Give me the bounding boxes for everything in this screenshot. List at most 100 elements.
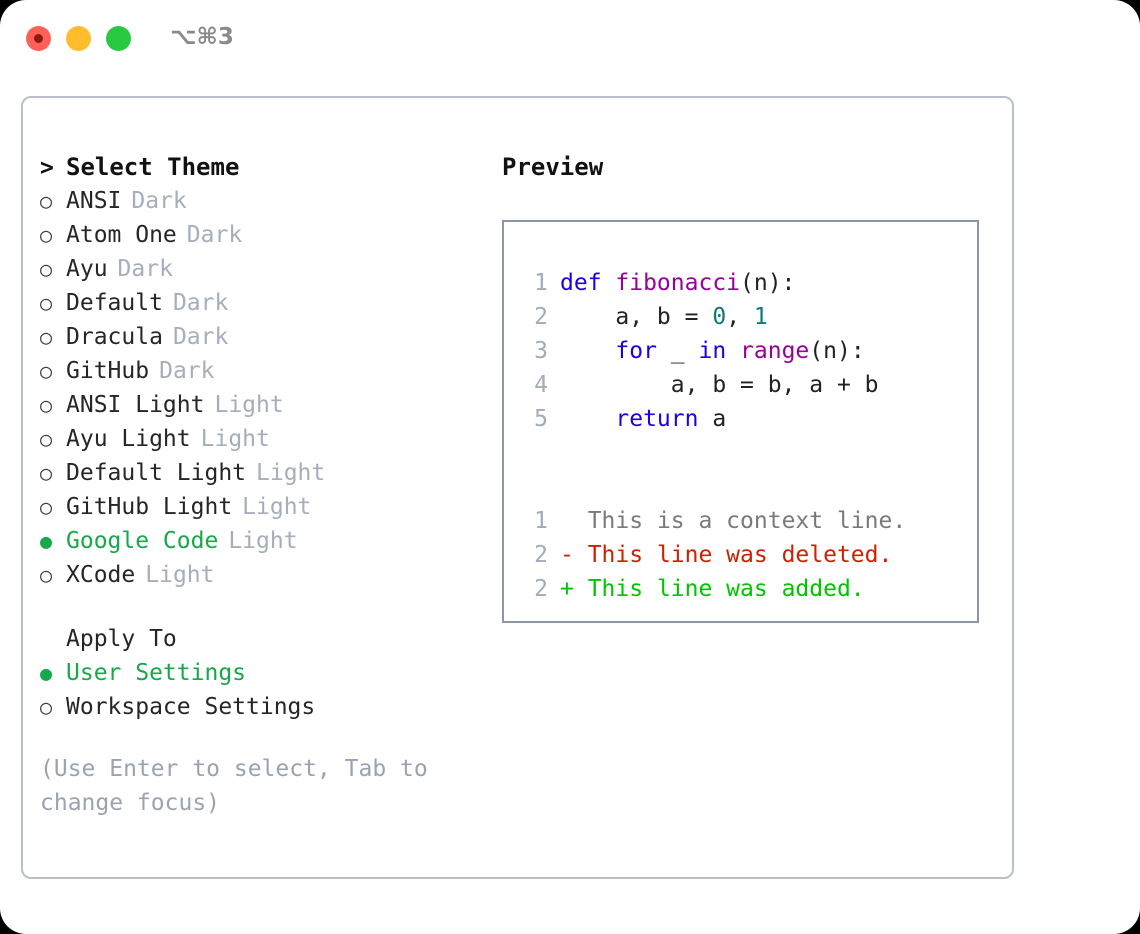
keyboard-shortcut-label: ⌥⌘3	[170, 24, 234, 50]
code-token-plain: a, b =	[560, 304, 713, 330]
code-token-plain	[560, 406, 615, 432]
code-blank-line	[524, 436, 906, 470]
theme-name: Dracula	[66, 324, 163, 350]
code-line-number: 1	[534, 270, 548, 296]
theme-list-item[interactable]: ○ Default Light Light	[40, 456, 480, 490]
theme-name: ANSI	[66, 188, 122, 214]
radio-selected-icon[interactable]: ●	[40, 529, 53, 553]
apply-to-option-label: User Settings	[66, 660, 247, 686]
radio-unselected-icon[interactable]: ○	[40, 325, 53, 349]
theme-list-item[interactable]: ○ GitHub Light Light	[40, 490, 480, 524]
code-token-num: 1	[753, 304, 768, 330]
theme-list-item[interactable]: ○ Default Dark	[40, 286, 480, 320]
theme-picker-header-label: Select Theme	[66, 153, 240, 181]
code-token-plain	[560, 338, 615, 364]
radio-unselected-icon[interactable]: ○	[40, 257, 53, 281]
code-token-plain: (n):	[740, 270, 796, 296]
theme-name: Ayu Light	[66, 426, 191, 452]
code-token-kw: for	[615, 338, 657, 364]
code-token-plain: a, b = b, a + b	[560, 372, 879, 398]
radio-unselected-icon[interactable]: ○	[40, 563, 53, 587]
radio-unselected-icon[interactable]: ○	[40, 393, 53, 417]
radio-unselected-icon[interactable]: ○	[40, 695, 53, 719]
theme-list-item[interactable]: ○ Ayu Light Light	[40, 422, 480, 456]
theme-name: GitHub	[66, 358, 150, 384]
theme-variant-badge: Light	[200, 426, 270, 452]
theme-list-item[interactable]: ○ GitHub Dark	[40, 354, 480, 388]
code-preview-area: 1 def fibonacci(n): 2 a, b = 0, 1 3 for _ i…	[524, 266, 906, 606]
theme-list-item[interactable]: ○ ANSI Dark	[40, 184, 480, 218]
maximize-button[interactable]	[106, 26, 131, 51]
apply-to-option[interactable]: ○ Workspace Settings	[40, 690, 480, 724]
radio-selected-icon[interactable]: ●	[40, 661, 53, 685]
diff-line-text: This line was deleted.	[587, 542, 893, 568]
diff-marker	[560, 508, 588, 534]
radio-unselected-icon[interactable]: ○	[40, 291, 53, 315]
theme-name: Google Code	[66, 528, 219, 554]
theme-variant-badge: Dark	[172, 290, 229, 316]
code-line-number: 2	[534, 304, 548, 330]
code-line-number: 5	[534, 406, 548, 432]
diff-line-number: 2	[534, 542, 548, 568]
theme-variant-badge: Dark	[131, 188, 187, 214]
preview-box: 1 def fibonacci(n): 2 a, b = 0, 1 3 for _ i…	[502, 220, 979, 623]
theme-variant-badge: Light	[145, 562, 215, 588]
help-text-line-2: change focus)	[40, 790, 221, 816]
diff-line-text: This line was added.	[587, 576, 865, 602]
diff-marker: +	[560, 576, 588, 602]
theme-name: GitHub Light	[66, 494, 233, 520]
code-token-plain: ,	[726, 304, 754, 330]
code-token-fn: range	[740, 338, 810, 364]
diff-marker: -	[560, 542, 588, 568]
diff-line: 1 This is a context line.	[524, 504, 906, 538]
radio-unselected-icon[interactable]: ○	[40, 461, 53, 485]
code-token-plain: _	[656, 338, 699, 364]
theme-name: XCode	[66, 562, 136, 588]
code-blank-line	[524, 470, 906, 504]
theme-variant-badge: Light	[214, 392, 284, 418]
theme-variant-badge: Light	[242, 494, 312, 520]
radio-unselected-icon[interactable]: ○	[40, 495, 53, 519]
apply-to-header-label: Apply To	[66, 626, 177, 652]
code-line-number: 4	[534, 372, 548, 398]
code-line: 3 for _ in range(n):	[524, 334, 906, 368]
apply-to-option[interactable]: ● User Settings	[40, 656, 480, 690]
code-token-fn: fibonacci	[615, 270, 741, 296]
code-line: 4 a, b = b, a + b	[524, 368, 906, 402]
theme-list-item[interactable]: ○ ANSI Light Light	[40, 388, 480, 422]
theme-list-item[interactable]: ○ XCode Light	[40, 558, 480, 592]
code-token-num: 0	[712, 304, 727, 330]
code-token-kw: return	[615, 406, 699, 432]
theme-name: Default Light	[66, 460, 247, 486]
help-text-line-1: (Use Enter to select, Tab to	[40, 756, 428, 782]
help-text: (Use Enter to select, Tab to change focu…	[40, 752, 460, 820]
prompt-caret-icon: >	[40, 155, 54, 181]
minimize-button[interactable]	[66, 26, 91, 51]
apply-to-list: ● User Settings ○ Workspace Settings	[40, 656, 480, 724]
code-token-kw: def	[560, 270, 616, 296]
apply-to-option-label: Workspace Settings	[66, 694, 316, 720]
section-spacer	[40, 592, 480, 622]
radio-unselected-icon[interactable]: ○	[40, 189, 53, 213]
apply-to-header: Apply To	[40, 622, 480, 656]
theme-variant-badge: Dark	[117, 256, 173, 282]
radio-unselected-icon[interactable]: ○	[40, 427, 53, 451]
theme-variant-badge: Light	[256, 460, 326, 486]
radio-unselected-icon[interactable]: ○	[40, 359, 53, 383]
radio-unselected-icon[interactable]: ○	[40, 223, 53, 247]
diff-line: 2+ This line was added.	[524, 572, 906, 606]
code-line-number: 3	[534, 338, 548, 364]
diff-line-text: This is a context line.	[587, 508, 907, 534]
theme-variant-badge: Dark	[159, 358, 215, 384]
close-button[interactable]	[26, 26, 51, 51]
theme-name: ANSI Light	[66, 392, 205, 418]
preview-title: Preview	[502, 153, 604, 181]
theme-name: Default	[66, 290, 163, 316]
